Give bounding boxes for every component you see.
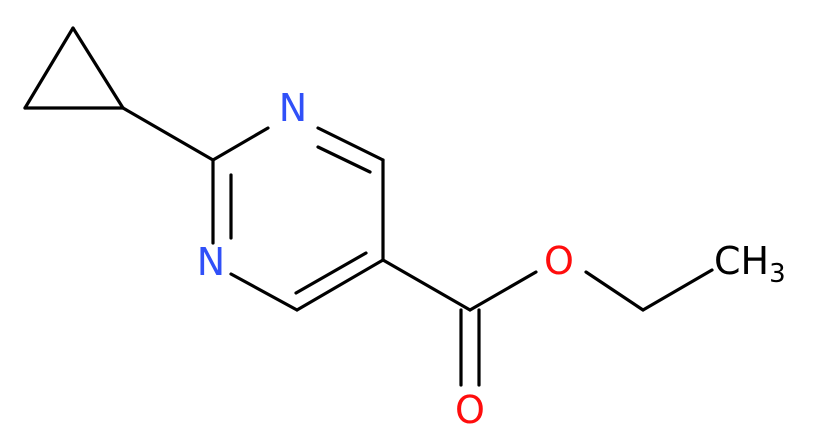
atom-o-carbonyl: O xyxy=(455,388,485,432)
bond-carbonyl-oester xyxy=(468,270,538,312)
bond-n1-c6-outer xyxy=(316,126,385,162)
pyrimidine-ring xyxy=(211,126,385,312)
ch3-subscript: 3 xyxy=(769,259,786,289)
atom-n-left: N xyxy=(197,240,225,284)
atom-o-ester: O xyxy=(544,239,574,283)
bond-n1-c6-inner xyxy=(316,145,372,174)
bond-c4-n3 xyxy=(229,272,299,312)
bond-c5-c4-inner xyxy=(294,251,368,295)
ester-group xyxy=(381,258,714,387)
bond-cp-right-top xyxy=(71,26,125,110)
bond-c2-n1 xyxy=(211,126,270,162)
bond-ch2-ch3 xyxy=(641,268,714,312)
atom-ch3: CH3 xyxy=(714,239,786,289)
bond-cp-top-left xyxy=(23,26,75,110)
ch3-main-text: CH xyxy=(714,239,769,283)
bond-c5-carbonyl xyxy=(381,258,472,312)
bond-oester-ch2 xyxy=(584,270,645,312)
bond-cp-c2 xyxy=(121,106,215,162)
bond-c5-c4-outer xyxy=(295,258,385,312)
cyclopropyl-ring xyxy=(23,26,125,110)
atom-n-top: N xyxy=(279,86,307,130)
